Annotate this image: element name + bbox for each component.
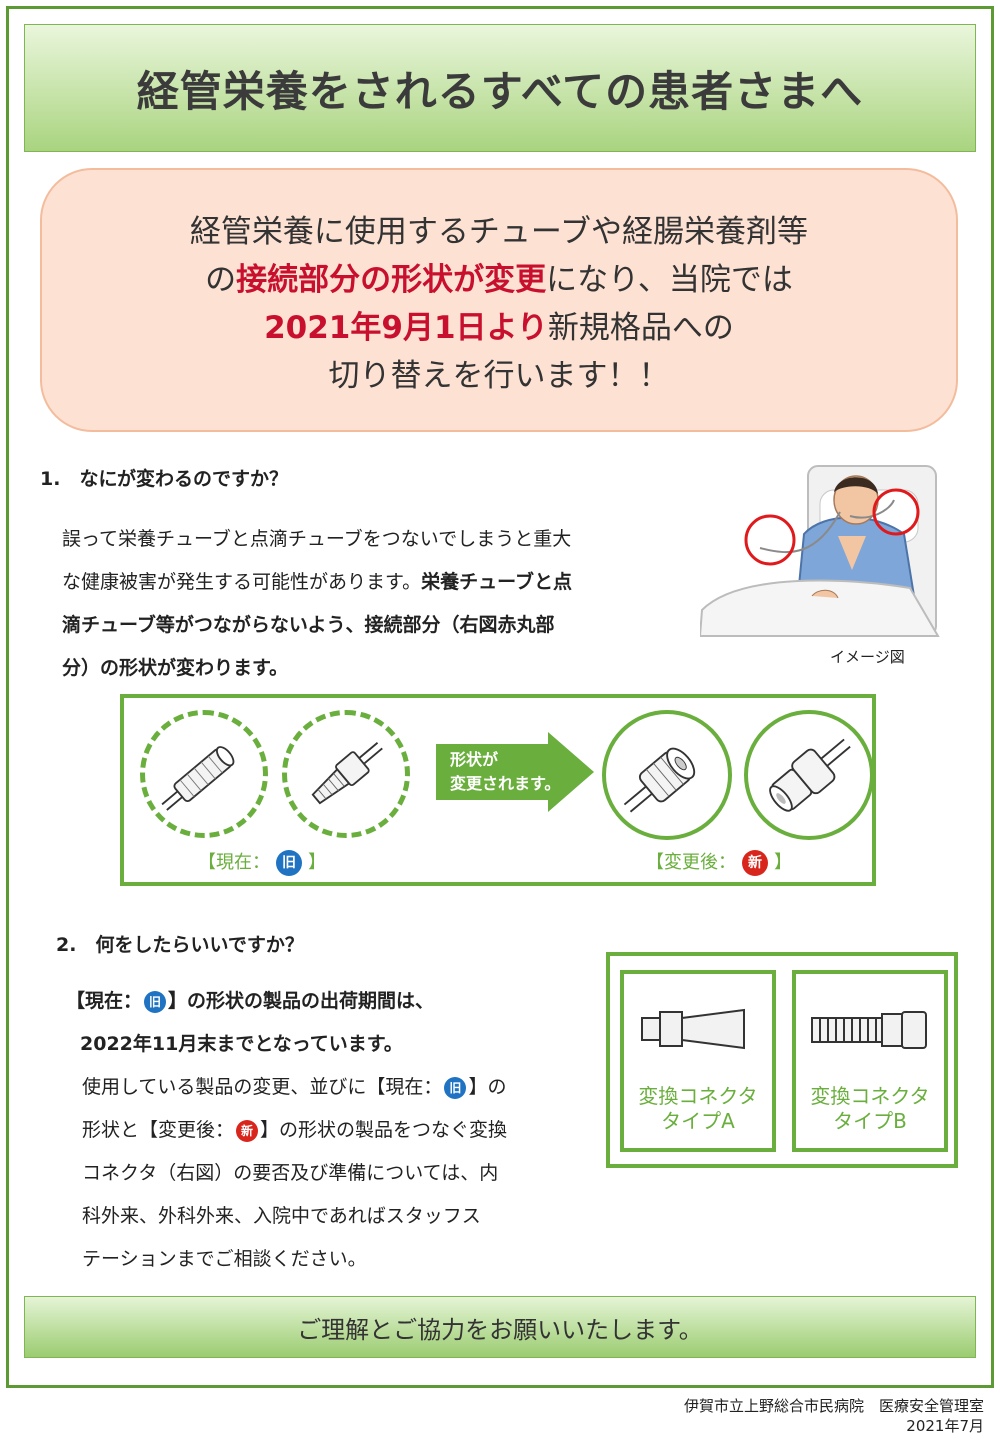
section-2-line-1: 使用している製品の変更、並びに【現在：旧】の	[66, 1066, 606, 1109]
section-1-line-2: な健康被害が発生する可能性があります。栄養チューブと点	[62, 561, 702, 604]
notice-highlight-date: 2021年9月1日より	[264, 310, 548, 346]
section-2-line-4: 科外来、外科外来、入院中であればスタッフス	[82, 1205, 481, 1227]
new-connector-female-icon	[623, 747, 696, 813]
illustration-caption: イメージ図	[830, 648, 905, 666]
section-1-heading: 1. なにが変わるのですか？	[40, 468, 289, 490]
notice-line-2-pre: の	[205, 262, 237, 298]
notice-line-2: の接続部分の形状が変更になり、当院では	[42, 256, 956, 304]
connector-type-b-label: 変換コネクタ タイプB	[796, 1084, 944, 1134]
section-1-line-2b: 栄養チューブと点	[421, 571, 572, 593]
section-2-heading: 2. 何をしたらいいですか？	[56, 934, 304, 956]
old-connector-female-icon	[161, 746, 235, 811]
connector-type-b-line-1: 変換コネクタ	[810, 1084, 930, 1108]
organization-name: 伊賀市立上野総合市民病院 医療安全管理室	[683, 1397, 984, 1415]
connector-type-a-icon	[641, 1008, 745, 1050]
connector-type-b-line-2: タイプB	[833, 1109, 907, 1133]
notice-line-3-post: 新規格品への	[547, 310, 734, 346]
notice-highlight-shape-change: 接続部分の形状が変更	[236, 262, 547, 298]
old-connector-circle-1	[140, 710, 268, 838]
patient-illustration	[700, 465, 940, 637]
section-2-body: 【現在：旧】の形状の製品の出荷期間は、 2022年11月末までとなっています。 …	[66, 980, 606, 1281]
section-1-line-3: 滴チューブ等がつながらないよう、接続部分（右図赤丸部	[62, 614, 555, 636]
old-connector-male-icon	[311, 742, 383, 805]
old-connector-circle-2	[282, 710, 410, 838]
connector-type-b-card: 変換コネクタ タイプB	[792, 970, 948, 1152]
new-mark: 新	[236, 1119, 259, 1142]
section-2-bold-1-pre: 【現在：	[66, 990, 143, 1012]
section-2-line-1-pre: 使用している製品の変更、並びに【現在：	[82, 1076, 443, 1098]
section-1-body: 誤って栄養チューブと点滴チューブをつないでしまうと重大 な健康被害が発生する可能…	[62, 518, 702, 690]
new-connector-male-icon	[769, 738, 851, 812]
section-2-bold-1-post: 】の形状の製品の出荷期間は、	[168, 990, 435, 1012]
footer-message: ご理解とご協力をお願いいたします。	[297, 1315, 703, 1344]
section-1-line-1: 誤って栄養チューブと点滴チューブをつないでしまうと重大	[62, 528, 572, 550]
current-label-prefix: 【現在：	[198, 852, 270, 873]
notice-line-4: 切り替えを行います！！	[328, 358, 670, 394]
new-label: 【変更後： 新】	[646, 848, 792, 876]
notice-line-1: 経管栄養に使用するチューブや経腸栄養剤等	[189, 214, 809, 250]
change-arrow-line-1: 形状が	[450, 750, 499, 769]
section-2-line-2-post: 】の形状の製品をつなぐ変換	[260, 1119, 508, 1141]
connector-type-a-line-2: タイプA	[661, 1109, 735, 1133]
notice-box: 経管栄養に使用するチューブや経腸栄養剤等 の接続部分の形状が変更になり、当院では…	[40, 168, 958, 432]
conversion-connector-box: 変換コネクタ タイプA 変換コネクタ タイプB	[606, 952, 958, 1168]
section-2-line-2-pre: 形状と【変更後：	[82, 1119, 235, 1141]
page-frame	[6, 6, 994, 1388]
issue-date: 2021年7月	[906, 1417, 984, 1435]
new-label-suffix: 】	[774, 852, 792, 873]
section-2-bold-line-1: 【現在：旧】の形状の製品の出荷期間は、	[66, 980, 606, 1023]
new-label-prefix: 【変更後：	[646, 852, 736, 873]
new-connector-circle-2	[744, 710, 874, 840]
connector-type-a-line-1: 変換コネクタ	[638, 1084, 758, 1108]
notice-line-3: 2021年9月1日より新規格品への	[42, 304, 956, 352]
new-mark: 新	[742, 850, 768, 876]
connector-type-a-label: 変換コネクタ タイプA	[624, 1084, 772, 1134]
change-arrow	[436, 732, 594, 812]
new-connector-circle-1	[602, 710, 732, 840]
footer-banner: ご理解とご協力をお願いいたします。	[24, 1296, 976, 1358]
old-mark: 旧	[444, 1076, 467, 1099]
connector-type-b-icon	[811, 1011, 927, 1049]
section-1-line-4: 分）の形状が変わります。	[62, 657, 289, 679]
old-mark: 旧	[144, 990, 167, 1013]
connector-comparison-box: 形状が 変更されます。 【現在：旧】 【変更後：新】	[120, 694, 876, 886]
current-label-suffix: 】	[308, 852, 326, 873]
page-title: 経管栄養をされるすべての患者さまへ	[136, 66, 864, 116]
organization-info: 伊賀市立上野総合市民病院 医療安全管理室 2021年7月	[684, 1396, 984, 1436]
section-2-line-2: 形状と【変更後：新】の形状の製品をつなぐ変換	[66, 1109, 606, 1152]
change-arrow-text: 形状が 変更されます。	[450, 748, 560, 796]
section-2-line-1-post: 】の	[468, 1076, 507, 1098]
notice-line-2-post: になり、当院では	[546, 262, 793, 298]
change-arrow-line-2: 変更されます。	[450, 774, 561, 793]
title-banner: 経管栄養をされるすべての患者さまへ	[24, 24, 976, 152]
section-2-line-5: テーションまでご相談ください。	[82, 1248, 367, 1270]
current-old-label: 【現在： 旧】	[198, 848, 326, 876]
connector-type-a-card: 変換コネクタ タイプA	[620, 970, 776, 1152]
section-2-bold-line-2: 2022年11月末までとなっています。	[80, 1033, 403, 1055]
old-mark: 旧	[276, 850, 302, 876]
section-1-line-2a: な健康被害が発生する可能性があります。	[62, 571, 422, 593]
section-2-line-3: コネクタ（右図）の要否及び準備については、内	[82, 1162, 499, 1184]
